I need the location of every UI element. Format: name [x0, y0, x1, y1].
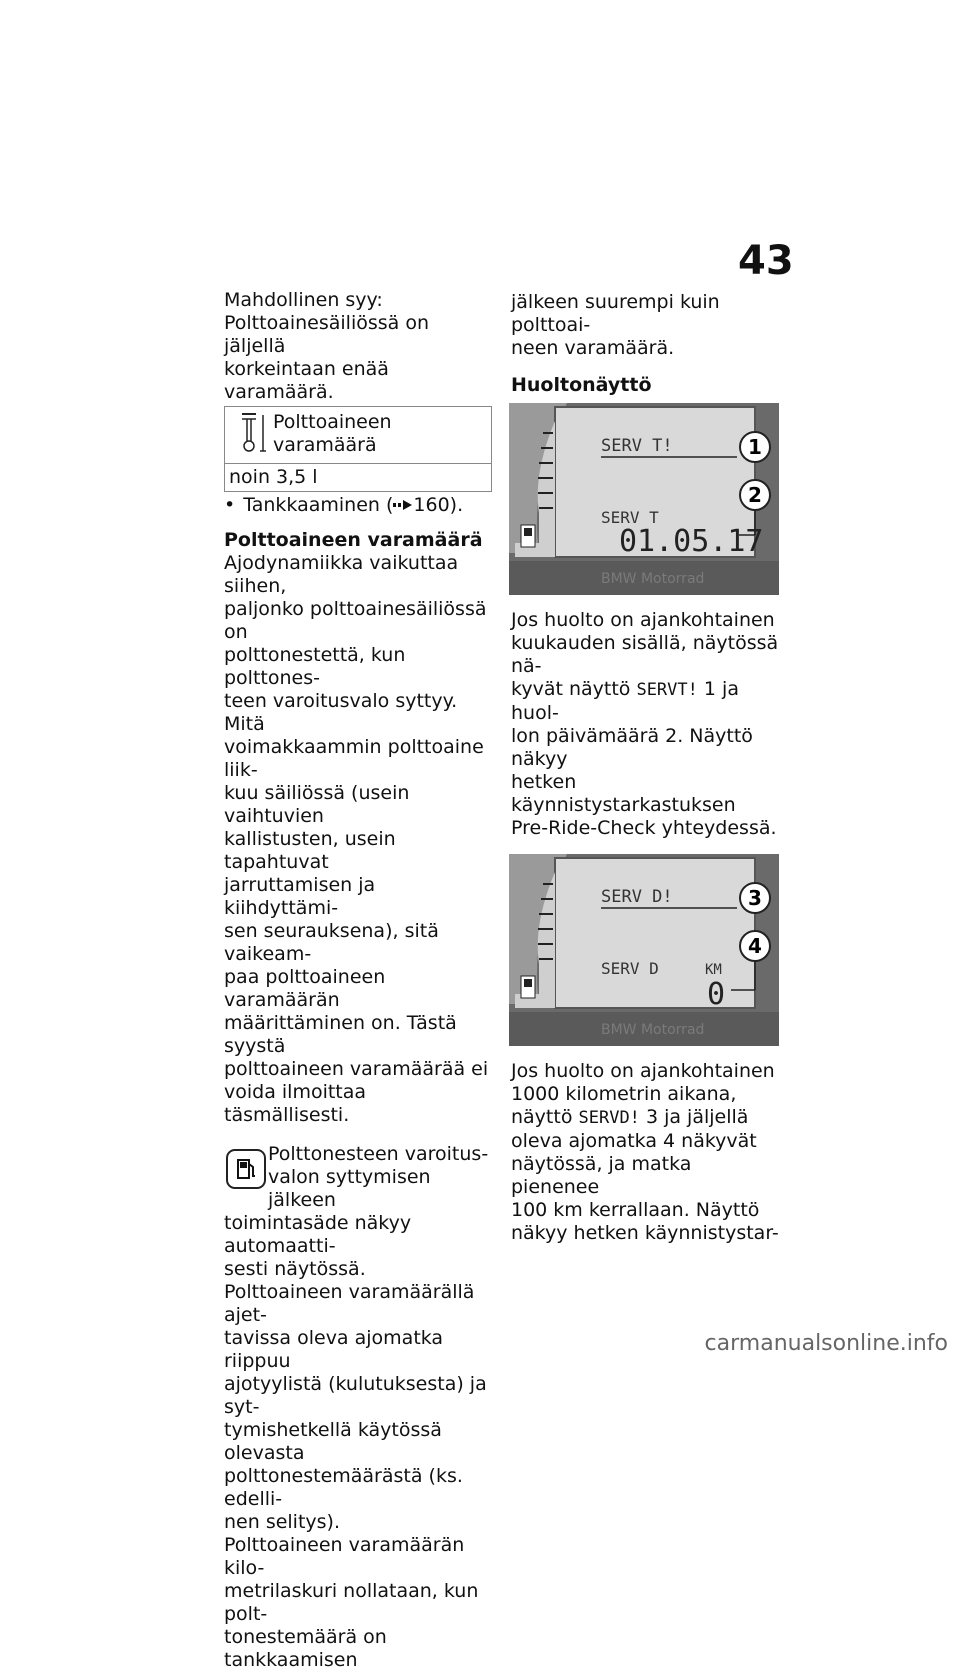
para-line: Ajodynamiikka vaikuttaa siihen, — [224, 552, 459, 597]
spec-header: Polttoaineen varamäärä — [225, 407, 491, 464]
bullet-item[interactable]: Tankkaaminen ( 160). — [224, 494, 492, 517]
spec-value: noin 3,5 l — [229, 466, 318, 488]
note-line: toimintasäde näkyy automaatti- — [224, 1212, 412, 1257]
para-line: polttoaineen varamäärää ei — [224, 1058, 489, 1080]
para-line: Jos huolto on ajankohtainen — [511, 609, 775, 631]
para-line: teen varoitusvalo syttyy. Mitä — [224, 690, 458, 735]
para-line: näkyy hetken käynnistystar- — [511, 1222, 779, 1244]
display-code: SERVT! — [636, 680, 698, 700]
section-heading: Huoltonäyttö — [511, 374, 652, 396]
lcd-mid-text: SERV T — [601, 508, 659, 527]
note-line: sesti näytössä. — [224, 1258, 366, 1280]
para-line: määrittäminen on. Tästä syystä — [224, 1012, 457, 1057]
fuel-warning-icon — [226, 1149, 266, 1189]
para-line: jälkeen suurempi kuin polttoai- — [511, 291, 720, 336]
para-line: polttonestettä, kun polttones- — [224, 644, 406, 689]
spec-table: Polttoaineen varamäärä noin 3,5 l — [224, 406, 492, 492]
note-line: Polttonesteen varoitus- — [268, 1143, 489, 1165]
para-line: hetken käynnistystarkastuksen — [511, 771, 736, 816]
lcd-distance-value: 0 — [707, 977, 725, 1012]
bullet-text: Tankkaaminen ( — [243, 494, 394, 516]
para-line: metrilaskuri nollataan, kun polt- — [224, 1580, 479, 1625]
para-line: näytössä, ja matka pienenee — [511, 1153, 692, 1198]
para-line: 100 km kerrallaan. Näyttö — [511, 1199, 760, 1221]
para-line: ajotyylistä (kulutuksesta) ja syt- — [224, 1373, 487, 1418]
cause-line: Mahdollinen syy: — [224, 289, 383, 311]
cause-line: korkeintaan enää varamäärä. — [224, 358, 389, 403]
brand-text: BMW Motorrad — [601, 1022, 704, 1038]
callout-number: 3 — [748, 886, 762, 910]
para-line: Pre-Ride-Check yhteydessä. — [511, 817, 777, 839]
text-fragment: näyttö — [511, 1106, 579, 1128]
para-line: neen varamäärä. — [511, 337, 675, 359]
display-code: SERVD! — [578, 1108, 640, 1128]
section-heading: Polttoaineen varamäärä — [224, 529, 483, 551]
lcd-unit-text: KM — [705, 962, 722, 978]
lcd-mid-text: SERV D — [601, 959, 659, 978]
cause-line: Polttoainesäiliössä on jäljellä — [224, 312, 430, 357]
para-line: tonestemäärä on tankkaamisen — [224, 1626, 387, 1671]
service-display-figure-2: SERV D! SERV D KM 0 BMW Motorrad 3 4 — [509, 854, 783, 1052]
para-line: sen seurauksena), sitä vaikeam- — [224, 920, 439, 965]
callout-number: 2 — [748, 483, 762, 507]
para-line: kallistusten, usein tapahtuvat — [224, 828, 396, 873]
para-line: voida ilmoittaa täsmällisesti. — [224, 1081, 367, 1126]
para-line: 1000 kilometrin aikana, — [511, 1083, 737, 1105]
para-line: Polttoaineen varamäärällä ajet- — [224, 1281, 475, 1326]
para-line: Jos huolto on ajankohtainen — [511, 1060, 775, 1082]
para-line: voimakkaammin polttoaine liik- — [224, 736, 484, 781]
para-line: tavissa oleva ajomatka riippuu — [224, 1327, 444, 1372]
para-line: nen selitys). — [224, 1511, 341, 1533]
para-line: lon päivämäärä 2. Näyttö näkyy — [511, 725, 753, 770]
para-line: oleva ajomatka 4 näkyvät — [511, 1130, 757, 1152]
instrument-cluster-image: SERV D! SERV D KM 0 BMW Motorrad 3 4 — [509, 854, 779, 1046]
para-line: tymishetkellä käytössä olevasta — [224, 1419, 442, 1464]
bullet-ref: 160). — [413, 494, 464, 516]
instrument-cluster-image: SERV T! SERV T 01.05.17 BMW Motorrad 1 2 — [509, 403, 779, 595]
lcd-top-text: SERV T! — [601, 436, 673, 456]
text-fragment: kyvät näyttö — [511, 678, 637, 700]
page-reference-arrow-icon — [393, 500, 413, 510]
spec-label: Polttoaineen varamäärä — [273, 411, 392, 456]
text-fragment: 3 ja jäljellä — [639, 1106, 749, 1128]
para-line: Polttoaineen varamäärän kilo- — [224, 1534, 465, 1579]
service-display-figure-1: SERV T! SERV T 01.05.17 BMW Motorrad 1 2 — [509, 403, 783, 601]
para-line: polttonestemäärästä (ks. edelli- — [224, 1465, 463, 1510]
para-line: kuu säiliössä (usein vaihtuvien — [224, 782, 410, 827]
para-line: näyttö SERVD! 3 ja jäljellä — [511, 1106, 783, 1130]
text-fragment: 1 ja huol- — [511, 678, 739, 724]
lcd-date-text: 01.05.17 — [619, 524, 764, 559]
page-number: 43 — [738, 238, 794, 284]
para-line: paa polttoaineen varamäärän — [224, 966, 386, 1011]
footer-watermark[interactable]: carmanualsonline.info — [704, 1331, 948, 1356]
lcd-top-text: SERV D! — [601, 887, 673, 907]
left-column: Mahdollinen syy: Polttoainesäiliössä on … — [224, 289, 492, 1672]
fuel-gauge-icon — [242, 413, 266, 452]
note-block: Polttonesteen varoitus- valon syttymisen… — [224, 1143, 492, 1281]
para-line: paljonko polttoainesäiliössä on — [224, 598, 487, 643]
callout-number: 1 — [748, 435, 762, 459]
para-line: jarruttamisen ja kiihdyttämi- — [224, 874, 376, 919]
para-line: kyvät näyttö SERVT! 1 ja huol- — [511, 678, 783, 725]
note-line: valon syttymisen jälkeen — [268, 1166, 431, 1211]
brand-text: BMW Motorrad — [601, 571, 704, 587]
right-column: jälkeen suurempi kuin polttoai- neen var… — [509, 291, 783, 1245]
callout-number: 4 — [748, 934, 762, 958]
para-line: kuukauden sisällä, näytössä nä- — [511, 632, 779, 677]
